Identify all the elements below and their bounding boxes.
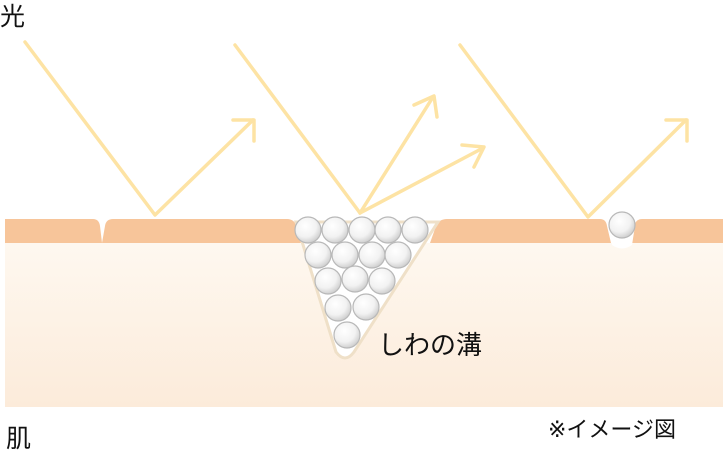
light-ray [358, 146, 485, 215]
particle [331, 241, 359, 269]
light-ray [233, 43, 435, 215]
particle [294, 216, 322, 244]
particles [294, 211, 636, 349]
image-note: ※イメージ図 [548, 418, 676, 443]
arrowhead-icon [231, 118, 256, 143]
particle [608, 211, 636, 239]
particle [374, 216, 402, 244]
particle [352, 293, 380, 321]
particle [304, 241, 332, 269]
wrinkle-groove-label: しわの溝 [378, 331, 483, 361]
particle [324, 294, 352, 322]
particle [358, 241, 386, 269]
skin-label: 肌 [6, 424, 32, 453]
skin-surface [5, 219, 723, 243]
arrowhead-icon [460, 143, 486, 169]
particle [384, 241, 412, 269]
particle [401, 216, 429, 244]
particle [333, 321, 361, 349]
arrowhead-icon [412, 94, 439, 119]
light-ray [23, 40, 255, 217]
arrowhead-icon [664, 118, 689, 143]
particle [368, 267, 396, 295]
light-ray [458, 43, 688, 219]
particle [341, 265, 369, 293]
light-rays [23, 40, 689, 219]
particle [314, 267, 342, 295]
light-label: 光 [0, 2, 26, 31]
particle [321, 216, 349, 244]
particle [348, 216, 376, 244]
